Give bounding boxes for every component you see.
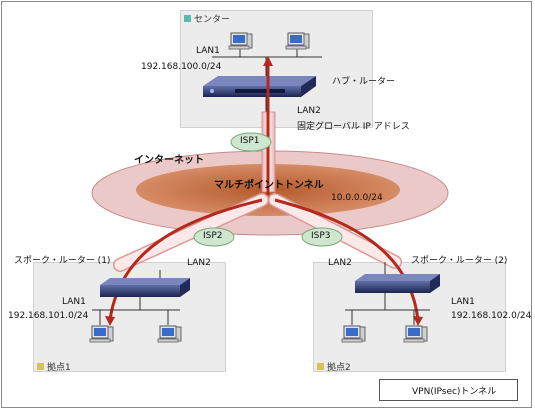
site2-lan2-label: LAN2 [328, 258, 352, 268]
center-lan1-network: 192.168.100.0/24 [141, 62, 222, 72]
isp2-label: ISP2 [203, 231, 223, 241]
legend-box [379, 379, 518, 401]
site1-square-icon [37, 363, 44, 370]
center-label: センター [194, 15, 231, 25]
site1-box [33, 262, 226, 372]
center-lan1-label: LAN1 [196, 46, 220, 56]
center-lan2-desc: 固定グローバル IP アドレス [297, 122, 410, 132]
arrow-head-center [263, 56, 273, 66]
isp3-badge [301, 227, 343, 247]
site1-pc1-icon [89, 325, 114, 343]
site1-pc2-icon [157, 325, 182, 343]
center-box [180, 10, 373, 128]
isp3-label: ISP3 [311, 231, 331, 241]
spoke-router1-icon [100, 278, 190, 297]
site1-lan1-network: 192.168.101.0/24 [8, 311, 89, 321]
center-square-icon [184, 15, 191, 22]
arrow-head-site1 [105, 316, 115, 326]
site1-box-label: 拠点1 [37, 360, 71, 373]
isp1-badge [230, 132, 272, 152]
site2-lan1-label: LAN1 [451, 297, 475, 307]
site2-router-label: スポーク・ルーター (2) [411, 256, 508, 266]
center-pc1-icon [228, 32, 253, 50]
legend-label: VPN(IPsec)トンネル [412, 387, 497, 397]
site2-lan1-network: 192.168.102.0/24 [451, 311, 532, 321]
arrow-head-site2 [413, 316, 423, 326]
center-box-label: センター [184, 12, 230, 25]
site1-lan2-label: LAN2 [187, 258, 211, 268]
site2-label: 拠点2 [327, 363, 351, 373]
site1-label: 拠点1 [47, 363, 71, 373]
center-lan2-label: LAN2 [297, 106, 321, 116]
site1-router-label: スポーク・ルーター (1) [14, 256, 111, 266]
tunnel-network-label: 10.0.0.0/24 [331, 193, 383, 203]
spoke-router2-icon [355, 274, 440, 293]
hub-router-label: ハブ・ルーター [332, 77, 396, 87]
isp1-label: ISP1 [240, 136, 260, 146]
center-pc2-icon [285, 32, 310, 50]
site2-pc2-icon [403, 325, 428, 343]
multipoint-tunnel-label: マルチポイントトンネル [214, 180, 324, 191]
isp2-badge [193, 227, 235, 247]
internet-label: インターネット [134, 155, 204, 166]
site2-pc1-icon [341, 325, 366, 343]
site1-lan1-label: LAN1 [62, 297, 86, 307]
site2-box-label: 拠点2 [317, 360, 351, 373]
hub-router-icon [203, 76, 316, 97]
site2-square-icon [317, 363, 324, 370]
